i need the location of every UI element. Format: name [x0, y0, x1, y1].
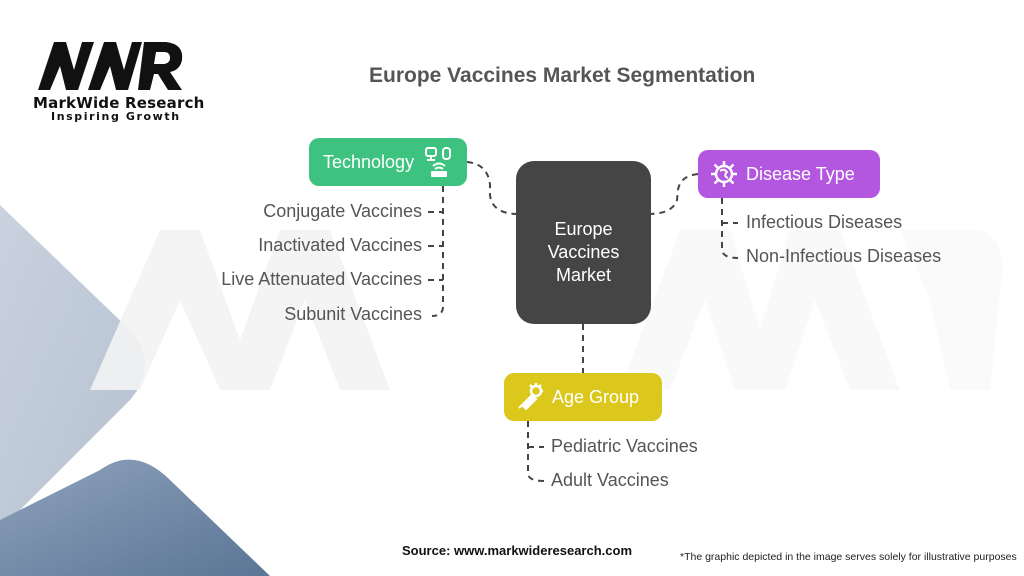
- syringe-gear-icon: [518, 383, 543, 411]
- list-item: Live Attenuated Vaccines: [221, 269, 422, 289]
- list-item: Pediatric Vaccines: [551, 436, 698, 456]
- brand-name: MarkWide Research: [33, 94, 205, 112]
- disclaimer-note: *The graphic depicted in the image serve…: [680, 551, 1017, 563]
- segment-age-group: Age Group: [504, 373, 662, 421]
- brand-logo-icon: [38, 42, 183, 90]
- list-item: Non-Infectious Diseases: [746, 246, 942, 266]
- center-label-line2: Vaccines: [547, 242, 620, 262]
- segment-technology-label: Technology: [323, 151, 415, 172]
- page-title: Europe Vaccines Market Segmentation: [369, 64, 756, 87]
- source-citation: Source: www.markwideresearch.com: [402, 543, 633, 558]
- list-item: Inactivated Vaccines: [258, 235, 422, 255]
- list-item: Subunit Vaccines: [284, 304, 422, 324]
- segment-disease-type: Disease Type: [698, 150, 880, 198]
- network-devices-icon: [425, 147, 452, 177]
- center-node-europe-vaccines-market: Europe Vaccines Market: [516, 161, 651, 324]
- segment-technology: Technology: [309, 138, 467, 186]
- list-item: Infectious Diseases: [746, 212, 903, 232]
- list-item: Conjugate Vaccines: [263, 201, 422, 221]
- virus-icon: [711, 161, 737, 187]
- brand-tagline: Inspiring Growth: [51, 110, 181, 123]
- segment-disease-type-label: Disease Type: [746, 163, 855, 184]
- center-label-line3: Market: [555, 265, 611, 285]
- center-label-line1: Europe: [554, 219, 613, 239]
- segment-age-group-label: Age Group: [552, 386, 640, 407]
- list-item: Adult Vaccines: [551, 470, 669, 490]
